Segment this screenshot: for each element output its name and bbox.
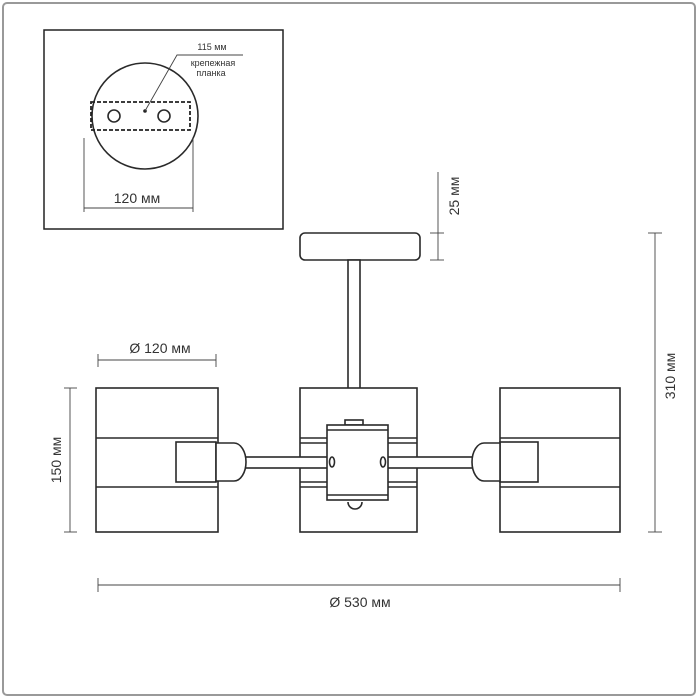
canopy-top-view <box>91 62 199 170</box>
dimension-530: Ø 530 мм <box>97 578 621 610</box>
dimension-shade-diameter: Ø 120 мм <box>97 340 217 367</box>
canopy <box>299 232 421 261</box>
bracket-leader-line <box>144 54 243 112</box>
socket-cap-right <box>471 442 501 482</box>
shade-height-label: 150 мм <box>48 437 64 484</box>
socket-right <box>499 441 539 483</box>
chandelier-side-view <box>95 232 621 533</box>
screw-hole-right <box>157 109 171 123</box>
bracket-label-line1: крепежная <box>191 58 236 68</box>
arm-left <box>243 456 333 469</box>
central-body <box>326 424 389 501</box>
screw-hole-left <box>107 109 121 123</box>
mounting-inset: 115 мм крепежная планка 120 мм <box>43 29 284 230</box>
socket-cap-left <box>215 442 247 482</box>
shade-diameter-label: Ø 120 мм <box>129 340 190 356</box>
total-diameter-label: Ø 530 мм <box>329 594 390 610</box>
canopy-height-label: 25 мм <box>446 177 462 216</box>
finial <box>347 501 363 510</box>
bracket-length-label: 115 мм <box>197 42 226 52</box>
bracket-label-line2: планка <box>196 68 225 78</box>
arm-right <box>382 456 474 469</box>
canopy-diameter-label: 120 мм <box>114 190 161 206</box>
dimension-25: 25 мм <box>430 172 462 261</box>
inset-frame <box>43 29 284 230</box>
socket-left <box>175 441 217 483</box>
total-height-label: 310 мм <box>662 353 678 400</box>
mounting-bracket <box>90 101 191 131</box>
dimension-310: 310 мм <box>648 232 678 533</box>
dimension-150: 150 мм <box>48 387 77 533</box>
